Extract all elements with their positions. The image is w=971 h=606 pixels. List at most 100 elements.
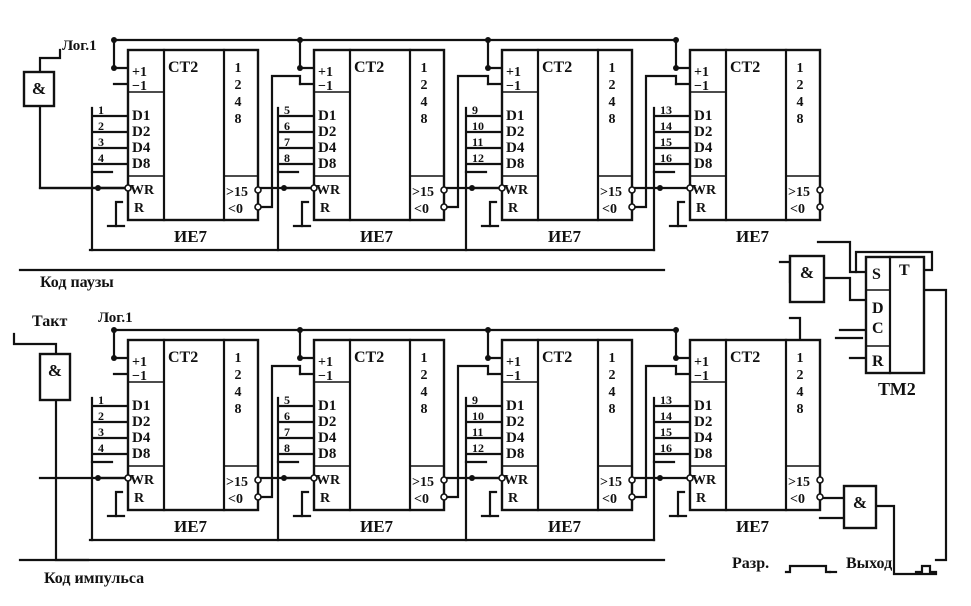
borrow-pin: <0 — [414, 492, 429, 507]
wr-inversion — [686, 184, 694, 192]
output-weight-label: 1 — [421, 351, 428, 366]
clock-label: Такт — [32, 313, 67, 330]
data-input-pin: D8 — [132, 156, 150, 172]
chip-body — [500, 48, 634, 222]
bit-number-label: 6 — [284, 409, 290, 423]
wire — [38, 104, 130, 190]
count-up-pin: +1 — [506, 355, 521, 370]
output-weight-label: 2 — [797, 78, 804, 93]
output-weight-label: 8 — [235, 402, 242, 417]
output-weight-label: 2 — [421, 368, 428, 383]
logic-gates: &&&& — [22, 70, 878, 530]
trigger-t-pin: T — [899, 262, 910, 279]
bit-number-label: 1 — [98, 393, 104, 407]
borrow-pin: <0 — [228, 202, 243, 217]
write-pin: WR — [316, 183, 341, 198]
count-down-pin: −1 — [318, 79, 333, 94]
chip-body — [126, 48, 260, 222]
and-gate-output — [842, 484, 878, 530]
data-input-pin: D4 — [318, 430, 337, 446]
write-pin: WR — [504, 183, 529, 198]
borrow-inversion — [440, 493, 448, 501]
bit-number-label: 16 — [660, 151, 672, 165]
output-weight-label: 1 — [609, 351, 616, 366]
bit-number-label: 14 — [660, 119, 672, 133]
wire — [54, 398, 90, 562]
chip-name-label: ИЕ7 — [360, 227, 394, 246]
junction-dot — [111, 327, 117, 333]
carry-inversion — [440, 186, 448, 194]
bit-number-label: 16 — [660, 441, 672, 455]
write-pin: WR — [130, 183, 155, 198]
output-weight-label: 8 — [235, 112, 242, 127]
output-weight-label: 1 — [235, 351, 242, 366]
reset-wire — [676, 200, 686, 228]
data-input-pin: D2 — [132, 414, 150, 430]
chip-name-label: ИЕ7 — [548, 227, 582, 246]
wire — [816, 240, 868, 274]
output-weight-label: 2 — [235, 368, 242, 383]
count-up-pin: +1 — [694, 355, 709, 370]
bit-number-label: 9 — [472, 393, 478, 407]
bit-number-label: 5 — [284, 393, 290, 407]
chip-name-label: ИЕ7 — [548, 517, 582, 536]
count-up-pin: +1 — [132, 355, 147, 370]
carry-inversion — [254, 476, 262, 484]
bit-number-label: 10 — [472, 119, 484, 133]
bit-number-label: 11 — [472, 135, 483, 149]
count-down-pin: −1 — [132, 369, 147, 384]
count-down-pin: −1 — [132, 79, 147, 94]
reset-wire — [488, 200, 498, 228]
output-weight-label: 8 — [797, 402, 804, 417]
count-up-pin: +1 — [506, 65, 521, 80]
count-down-pin: −1 — [318, 369, 333, 384]
data-input-pin: D2 — [506, 124, 524, 140]
count-down-pin: −1 — [694, 369, 709, 384]
reset-pin: R — [696, 201, 707, 216]
data-input-pin: D8 — [318, 446, 336, 462]
data-input-pin: D4 — [506, 430, 525, 446]
borrow-chain-wire — [259, 364, 302, 499]
data-input-pin: D8 — [132, 446, 150, 462]
data-input-pin: D2 — [506, 414, 524, 430]
junction-dot — [297, 37, 303, 43]
output-weight-label: 4 — [421, 95, 428, 110]
reset-pin: R — [508, 201, 519, 216]
borrow-inversion — [254, 203, 262, 211]
carry-inversion — [816, 476, 824, 484]
junction-dot — [673, 37, 679, 43]
data-input-pin: D8 — [318, 156, 336, 172]
data-input-pin: D1 — [318, 108, 336, 124]
and-gate-top-left — [22, 70, 56, 108]
carry-inversion — [816, 186, 824, 194]
output-pulse-icon — [914, 564, 938, 574]
data-input-pin: D8 — [694, 156, 712, 172]
log1-label-bottom: Лог.1 — [98, 310, 133, 326]
data-input-pin: D8 — [506, 156, 524, 172]
reset-wire — [300, 490, 310, 518]
borrow-inversion — [254, 493, 262, 501]
junction-dot — [297, 327, 303, 333]
count-up-pin: +1 — [694, 65, 709, 80]
data-input-pin: D1 — [694, 108, 712, 124]
write-pin: WR — [692, 473, 717, 488]
chip-type-label: СТ2 — [542, 349, 572, 366]
output-weight-label: 2 — [235, 78, 242, 93]
bit-number-label: 6 — [284, 119, 290, 133]
write-pin: WR — [504, 473, 529, 488]
and-gate-top-left-symbol: & — [32, 79, 46, 98]
output-weight-label: 8 — [797, 112, 804, 127]
write-pin: WR — [316, 473, 341, 488]
chip-name-label: ИЕ7 — [174, 517, 208, 536]
wr-inversion — [124, 474, 132, 482]
data-input-pin: D8 — [506, 446, 524, 462]
data-input-pin: D4 — [318, 140, 337, 156]
borrow-inversion — [816, 203, 824, 211]
borrow-pin: <0 — [602, 202, 617, 217]
chip-type-label: СТ2 — [168, 59, 198, 76]
junction-dot — [485, 37, 491, 43]
output-weight-label: 2 — [797, 368, 804, 383]
